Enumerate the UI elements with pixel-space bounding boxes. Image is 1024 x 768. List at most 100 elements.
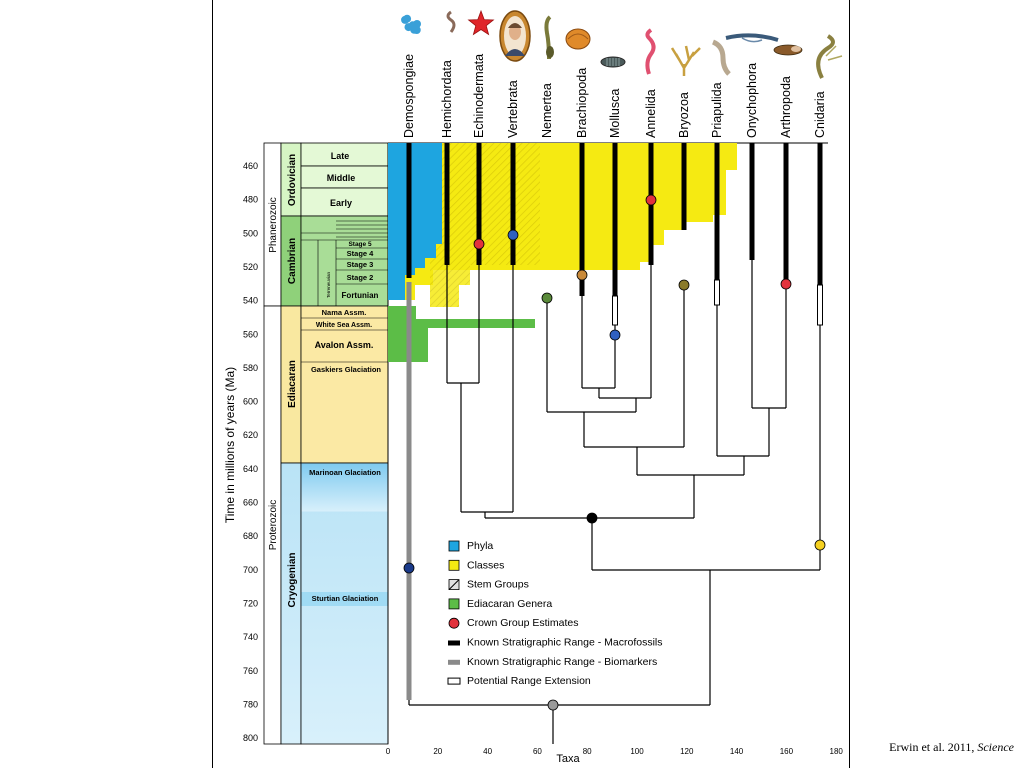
- x-tick-80: 80: [583, 747, 592, 756]
- brachiopod-shell-icon: [565, 28, 591, 50]
- legend-swatch-ediacaran-genera: [448, 598, 460, 610]
- eon-phanerozoic-label: Phanerozoic: [268, 197, 279, 253]
- y-tick-480: 480: [243, 195, 258, 205]
- taxon-header-hemichordata: Hemichordata: [440, 10, 456, 138]
- taxon-header-nemertea: Nemertea: [540, 15, 554, 138]
- citation-authors: Erwin et al. 2011,: [889, 740, 975, 754]
- onychophoran-icon: [725, 33, 779, 43]
- y-tick-540: 540: [243, 296, 258, 306]
- face-portrait-icon: [499, 10, 531, 62]
- citation-journal: Science: [977, 740, 1014, 754]
- y-tick-680: 680: [243, 531, 258, 541]
- x-tick-120: 120: [680, 747, 694, 756]
- stage-marinoan-label: Marinoan Glaciation: [309, 468, 381, 477]
- y-tick-580: 580: [243, 363, 258, 373]
- x-tick-20: 20: [433, 747, 442, 756]
- y-tick-labels: 4604805005205405605806006206406606807007…: [243, 161, 258, 743]
- stage-2-label: Stage 2: [347, 273, 374, 282]
- stage-middle-label: Middle: [327, 173, 356, 183]
- sponge-icon: [401, 14, 421, 34]
- right-frame-line: [849, 0, 850, 768]
- taxon-label-hemichordata: Hemichordata: [440, 60, 454, 138]
- priapulid-icon: [711, 39, 731, 76]
- legend-label-known-stratigraphic-range-macrofossils: Known Stratigraphic Range - Macrofossils: [467, 637, 663, 649]
- legend-swatch-classes: [448, 559, 460, 571]
- citation: Erwin et al. 2011, Science: [889, 740, 1014, 755]
- taxon-label-nemertea: Nemertea: [540, 83, 554, 138]
- y-tick-720: 720: [243, 598, 258, 608]
- x-tick-160: 160: [780, 747, 794, 756]
- y-tick-460: 460: [243, 161, 258, 171]
- legend-swatch-known-stratigraphic-range-biomarkers: [448, 659, 460, 665]
- worm-icon: [446, 10, 456, 33]
- legend-label-potential-range-extension: Potential Range Extension: [467, 675, 591, 687]
- annelida-crown-node: [645, 194, 657, 206]
- stage-white-sea-label: White Sea Assm.: [316, 322, 372, 329]
- y-axis-label: Time in millions of years (Ma): [223, 367, 237, 523]
- arthropoda-crown-node: [780, 278, 792, 290]
- chiton-icon: [600, 56, 626, 68]
- taxon-header-echinodermata: Echinodermata: [467, 9, 495, 138]
- legend-label-stem-groups: Stem Groups: [467, 579, 529, 591]
- y-tick-700: 700: [243, 565, 258, 575]
- mollusca-crown-node: [609, 329, 621, 341]
- starfish-icon: [467, 9, 495, 36]
- stage-5-label: Stage 5: [348, 241, 372, 248]
- taxon-label-arthropoda: Arthropoda: [779, 76, 793, 138]
- y-tick-780: 780: [243, 699, 258, 709]
- stage-fortunian-label: Fortunian: [342, 291, 379, 300]
- taxon-label-bryozoa: Bryozoa: [677, 92, 691, 138]
- stage-late-label: Late: [331, 151, 350, 161]
- x-tick-0: 0: [386, 747, 391, 756]
- taxon-header-brachiopoda: Brachiopoda: [565, 28, 591, 138]
- stage-avalon-label: Avalon Assm.: [315, 340, 374, 350]
- taxon-label-mollusca: Mollusca: [608, 89, 622, 138]
- stage-sturtian-label: Sturtian Glaciation: [312, 594, 379, 603]
- period-ordovician-label: Ordovician: [287, 154, 298, 206]
- y-tick-800: 800: [243, 733, 258, 743]
- taxon-header-onychophora: Onychophora: [725, 33, 779, 138]
- taxon-header-annelida: Annelida: [644, 28, 658, 138]
- legend-label-classes: Classes: [467, 559, 504, 571]
- taxon-header-priapulida: Priapulida: [710, 39, 731, 138]
- y-tick-560: 560: [243, 329, 258, 339]
- arthropod-icon: [773, 44, 803, 56]
- taxon-header-cnidaria: Cnidaria: [813, 34, 843, 138]
- y-tick-520: 520: [243, 262, 258, 272]
- legend-swatch-phyla: [448, 540, 460, 552]
- taxon-label-onychophora: Onychophora: [745, 63, 759, 138]
- annelid-worm-icon: [645, 28, 656, 75]
- y-axis: Time in millions of years (Ma) 460480500…: [223, 161, 258, 743]
- period-cambrian-label: Cambrian: [287, 238, 298, 284]
- taxon-label-annelida: Annelida: [644, 89, 658, 138]
- macrofossil-ranges: [406, 143, 823, 296]
- x-tick-140: 140: [730, 747, 744, 756]
- legend-swatch-potential-range-extension: [447, 677, 461, 685]
- period-cryogenian-label: Cryogenian: [287, 552, 298, 607]
- x-tick-180: 180: [830, 747, 844, 756]
- ribbon-worm-icon: [544, 15, 554, 60]
- stage-gaskiers-label: Gaskiers Glaciation: [311, 365, 381, 374]
- ediacaran-genera-area: [388, 306, 535, 362]
- stage-terreneuvian-label: Terreneuvian: [326, 271, 331, 298]
- legend-label-phyla: Phyla: [467, 540, 493, 552]
- taxon-label-brachiopoda: Brachiopoda: [575, 68, 589, 138]
- taxon-header-bryozoa: Bryozoa: [670, 45, 701, 138]
- legend-swatch-crown-group-estimates: [448, 617, 460, 629]
- y-tick-600: 600: [243, 397, 258, 407]
- left-frame-line: [212, 0, 213, 768]
- bryozoan-icon: [670, 45, 701, 76]
- y-tick-740: 740: [243, 632, 258, 642]
- cambrian-stages-box: [300, 215, 389, 307]
- potential-range-extensions: [612, 279, 823, 326]
- taxon-label-cnidaria: Cnidaria: [813, 91, 827, 138]
- taxon-label-demospongiae: Demospongiae: [402, 54, 416, 138]
- taxon-header-demospongiae: Demospongiae: [401, 14, 421, 138]
- demospongiae-biomarker-node: [403, 562, 415, 574]
- x-tick-40: 40: [483, 747, 492, 756]
- crown-group-nodes: [403, 194, 826, 711]
- eon-proterozoic-label: Proterozoic: [268, 500, 279, 551]
